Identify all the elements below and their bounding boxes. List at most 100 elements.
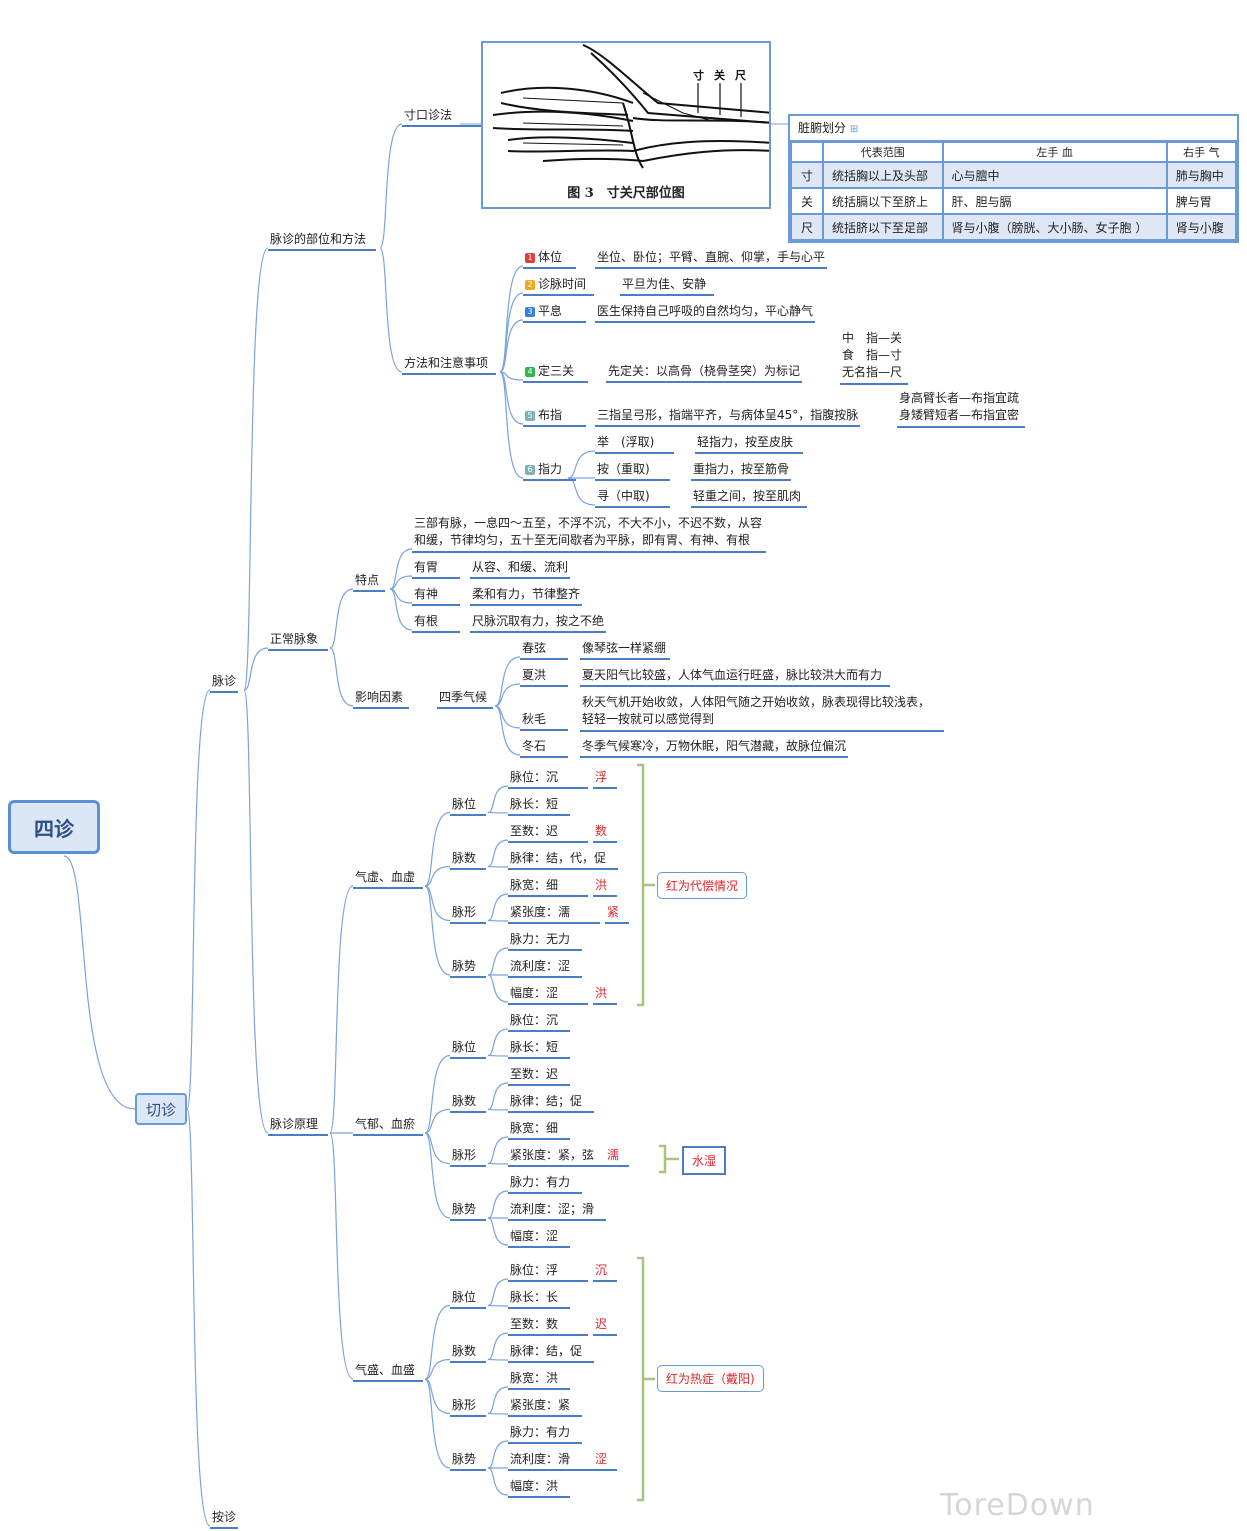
compensation-mark: 数: [593, 823, 618, 843]
pulse-category[interactable]: 脉数: [450, 1093, 487, 1113]
connector: [389, 575, 413, 590]
pulse-category[interactable]: 脉势: [450, 1451, 487, 1471]
connector: [487, 1162, 509, 1165]
pulse-attribute[interactable]: 流利度：滑: [508, 1451, 601, 1471]
pulse-attribute[interactable]: 幅度：洪: [508, 1478, 571, 1498]
pulse-attribute[interactable]: 脉长：短: [508, 1039, 571, 1059]
cell: 肾与小腹: [1165, 213, 1238, 241]
method-desc-4: 先定关：以高骨（桡骨茎突）为标记: [606, 363, 803, 383]
connector: [424, 1132, 451, 1165]
node-cunkou[interactable]: 寸口诊法: [402, 107, 483, 127]
node-factors[interactable]: 影响因素: [353, 689, 410, 709]
season-2[interactable]: 夏洪: [520, 667, 569, 687]
season-desc-2: 夏天阳气比较盛，人体气血运行旺盛，脉比较洪大而有力: [580, 667, 891, 687]
season-1[interactable]: 春弦: [520, 640, 569, 660]
pulse-category[interactable]: 脉位: [450, 1289, 487, 1309]
pulse-attribute[interactable]: 脉长：长: [508, 1289, 571, 1309]
connector: [499, 265, 524, 373]
pulse-attribute[interactable]: 流利度：涩；滑: [508, 1201, 607, 1221]
pulse-attribute[interactable]: 紧张度：紧，弦: [508, 1147, 625, 1167]
pulse-category[interactable]: 脉数: [450, 850, 487, 870]
pulse-attribute[interactable]: 脉宽：洪: [508, 1370, 571, 1390]
pulse-attribute[interactable]: 脉位：沉: [508, 769, 589, 789]
pulse-attribute[interactable]: 流利度：涩: [508, 958, 583, 978]
season-4[interactable]: 冬石: [520, 738, 569, 758]
feature-item-1[interactable]: 有胃: [412, 559, 461, 579]
organ-division-table: 脏腑划分 ⊞ 代表范围 左手 血 右手 气 寸 统括胸以上及头部 心与膻中 肺与…: [788, 114, 1239, 243]
pulse-category[interactable]: 脉形: [450, 1397, 487, 1417]
finger-force-3[interactable]: 寻（中取): [595, 488, 670, 508]
pulse-attribute[interactable]: 脉力：有力: [508, 1174, 583, 1194]
pulse-category[interactable]: 脉数: [450, 1343, 487, 1363]
principle-group[interactable]: 气盛、血盛: [353, 1362, 424, 1382]
pulse-attribute[interactable]: 幅度：涩: [508, 1228, 571, 1248]
connector: [487, 1217, 509, 1246]
node-qiezhen[interactable]: 切诊: [135, 1093, 187, 1125]
feature-item-2[interactable]: 有神: [412, 586, 461, 606]
finger-force-2[interactable]: 按（重取): [595, 461, 670, 481]
connector: [389, 588, 413, 631]
node-anzhen[interactable]: 按诊: [210, 1509, 239, 1529]
feature-item-3[interactable]: 有根: [412, 613, 461, 633]
node-seasons[interactable]: 四季气候: [437, 689, 494, 709]
pulse-attribute[interactable]: 脉律：结，代，促: [508, 850, 619, 870]
node-normal-pulse[interactable]: 正常脉象: [268, 631, 329, 651]
pulse-category[interactable]: 脉形: [450, 1147, 487, 1167]
pulse-attribute[interactable]: 至数：数: [508, 1316, 589, 1336]
connector: [424, 885, 451, 922]
connector: [424, 1054, 451, 1134]
node-pulse-principle[interactable]: 脉诊原理: [268, 1116, 329, 1136]
pulse-attribute[interactable]: 脉力：无力: [508, 931, 583, 951]
pulse-category[interactable]: 脉势: [450, 958, 487, 978]
badge-3-icon: 3: [525, 307, 535, 317]
connector: [499, 319, 524, 373]
method-desc-1: 坐位、卧位；平臂、直腕、仰掌，手与心平: [595, 249, 828, 269]
connector: [487, 974, 509, 1003]
connector: [424, 1358, 451, 1380]
th-empty: [790, 141, 824, 163]
pulse-attribute[interactable]: 脉律：结，促: [508, 1343, 595, 1363]
principle-group[interactable]: 气虚、血虚: [353, 869, 424, 889]
node-methods[interactable]: 方法和注意事项: [402, 355, 497, 375]
season-3[interactable]: 秋毛: [520, 711, 569, 731]
pulse-attribute[interactable]: 至数：迟: [508, 1066, 571, 1086]
pulse-attribute[interactable]: 紧张度：濡: [508, 904, 601, 924]
table-expand-icon[interactable]: ⊞: [849, 124, 859, 135]
pulse-attribute[interactable]: 脉长：短: [508, 796, 571, 816]
cell: 统括胸以上及头部: [822, 161, 944, 189]
node-features[interactable]: 特点: [353, 572, 386, 592]
pulse-attribute[interactable]: 脉宽：细: [508, 1120, 571, 1140]
root-label: 四诊: [34, 816, 74, 841]
connector: [243, 689, 269, 1134]
pulse-category[interactable]: 脉位: [450, 1039, 487, 1059]
pulse-attribute[interactable]: 脉位：浮: [508, 1262, 589, 1282]
connector: [487, 1108, 509, 1111]
pulse-attribute[interactable]: 紧张度：紧: [508, 1397, 583, 1417]
pulse-attribute[interactable]: 脉力：有力: [508, 1424, 583, 1444]
method-desc-2: 平旦为佳、安静: [620, 276, 715, 296]
pulse-attribute[interactable]: 脉宽：细: [508, 877, 589, 897]
node-maizhen[interactable]: 脉诊: [210, 673, 239, 693]
connector: [424, 865, 451, 887]
root-node[interactable]: 四诊: [8, 800, 100, 854]
finger-force-desc-3: 轻重之间，按至肌肉: [691, 488, 808, 508]
pulse-attribute[interactable]: 脉律：结；促: [508, 1093, 595, 1113]
pulse-category[interactable]: 脉势: [450, 1201, 487, 1221]
connector: [487, 1054, 509, 1057]
connector: [424, 1304, 451, 1380]
principle-group[interactable]: 气郁、血瘀: [353, 1116, 424, 1136]
pulse-attribute[interactable]: 脉位：沉: [508, 1012, 571, 1032]
finger-force-1[interactable]: 举 (浮取): [595, 434, 675, 454]
pulse-attribute[interactable]: 幅度：涩: [508, 985, 589, 1005]
node-position-method[interactable]: 脉诊的部位和方法: [268, 231, 377, 251]
pulse-attribute[interactable]: 至数：迟: [508, 823, 589, 843]
pulse-category[interactable]: 脉位: [450, 796, 487, 816]
qiezhen-to-maizhen: [186, 689, 211, 1110]
pulse-category[interactable]: 脉形: [450, 904, 487, 924]
